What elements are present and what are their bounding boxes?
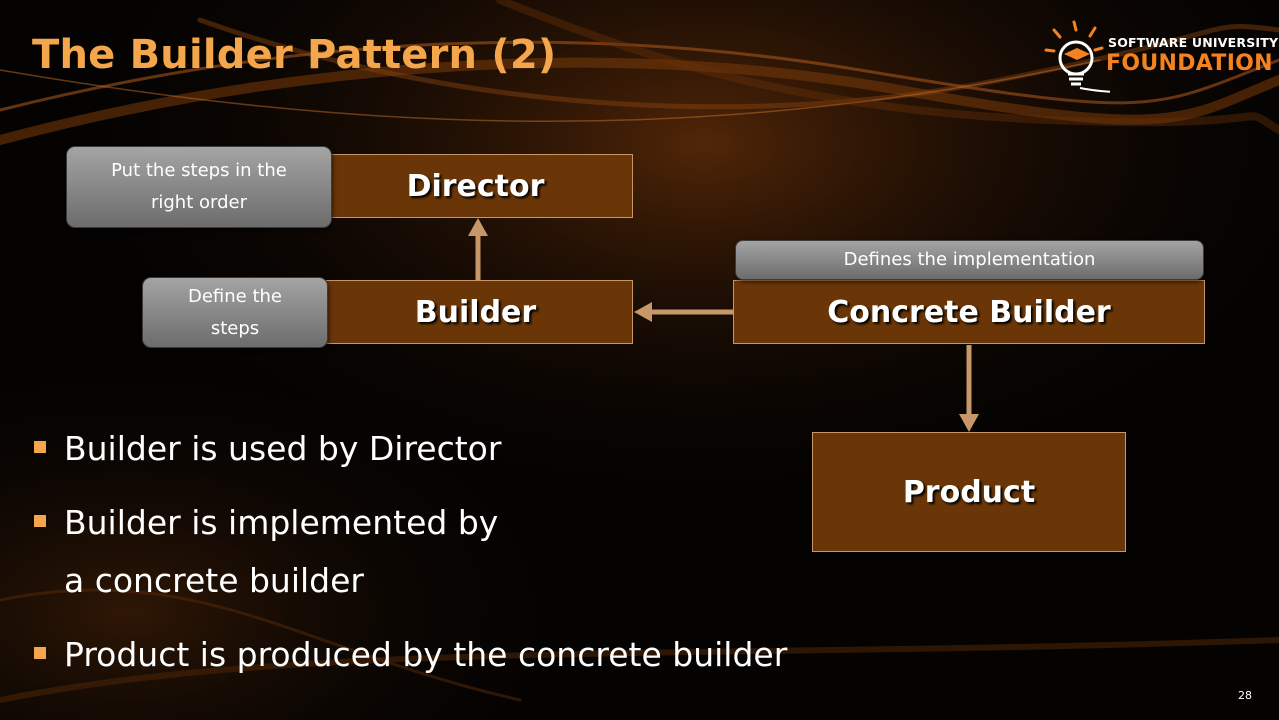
bullet-item: Builder is implemented by a concrete bui… (34, 494, 787, 610)
builder-note-line1: Define the (187, 285, 283, 307)
concrete-builder-note-text: Defines the implementation (843, 249, 1096, 270)
director-note: Put the steps in the right order (66, 146, 332, 228)
softuni-foundation-logo: SOFTWARE UNIVERSITY FOUNDATION (1040, 18, 1278, 98)
bullet-item: Product is produced by the concrete buil… (34, 626, 787, 684)
page-title: The Builder Pattern (2) (32, 32, 557, 78)
page-number: 28 (1238, 689, 1252, 702)
arrow-concrete-builder-to-product (959, 345, 979, 432)
bullet-list: Builder is used by Director Builder is i… (34, 420, 787, 684)
director-label: Director (406, 168, 545, 204)
product-box: Product (812, 432, 1126, 552)
arrow-builder-to-director (468, 218, 488, 281)
bullet-text-continued: a concrete builder (64, 561, 364, 600)
director-box: Director (318, 154, 633, 218)
arrow-concrete-builder-to-builder (634, 302, 733, 322)
product-label: Product (902, 474, 1036, 510)
concrete-builder-box: Concrete Builder (733, 280, 1205, 344)
bullet-text: Builder is implemented by (64, 503, 499, 542)
logo-text-top: SOFTWARE UNIVERSITY (1108, 35, 1279, 50)
lightbulb-graduation-icon (1044, 20, 1110, 93)
director-note-line1: Put the steps in the (111, 160, 287, 181)
bullet-text: Builder is used by Director (64, 429, 502, 468)
concrete-builder-label: Concrete Builder (827, 294, 1111, 330)
director-note-line2: right order (150, 192, 247, 213)
builder-box: Builder (318, 280, 633, 344)
builder-note-line2: steps (210, 317, 260, 339)
builder-note: Define the steps (142, 277, 328, 348)
bullet-item: Builder is used by Director (34, 420, 787, 478)
builder-label: Builder (414, 294, 537, 330)
concrete-builder-note: Defines the implementation (735, 240, 1204, 280)
logo-text-bottom: FOUNDATION (1106, 51, 1273, 76)
bullet-text: Product is produced by the concrete buil… (64, 635, 788, 674)
